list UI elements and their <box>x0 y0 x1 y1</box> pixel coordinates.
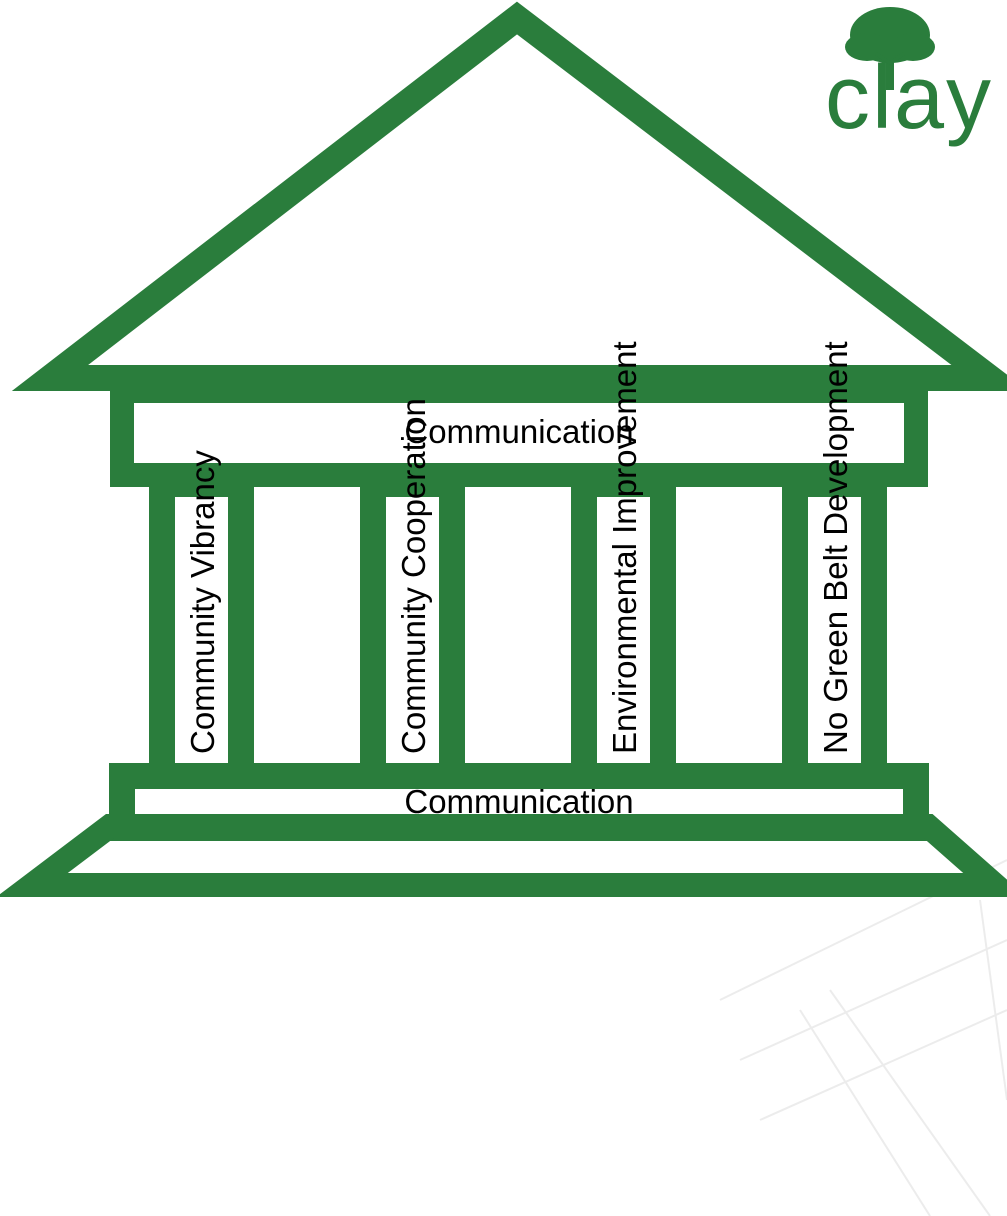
pillar-label-2: Community Cooperation <box>395 398 432 754</box>
architrave-label: Communication <box>404 413 634 450</box>
pillar-label-3: Environmental Improvement <box>606 341 643 754</box>
base-step-3 <box>32 885 995 1203</box>
base-step-2 <box>0 814 1007 897</box>
base-label: Communication <box>404 783 634 820</box>
logo: clay <box>815 0 1007 180</box>
pillar-label-4: No Green Belt Development <box>817 341 854 754</box>
pillar-label-1: Community Vibrancy <box>184 450 221 754</box>
pillars <box>149 471 887 792</box>
logo-text: clay <box>825 48 994 148</box>
tree-icon <box>845 7 935 90</box>
architrave <box>110 379 928 487</box>
base-platform <box>28 1030 995 1203</box>
roof <box>11 1 1007 391</box>
